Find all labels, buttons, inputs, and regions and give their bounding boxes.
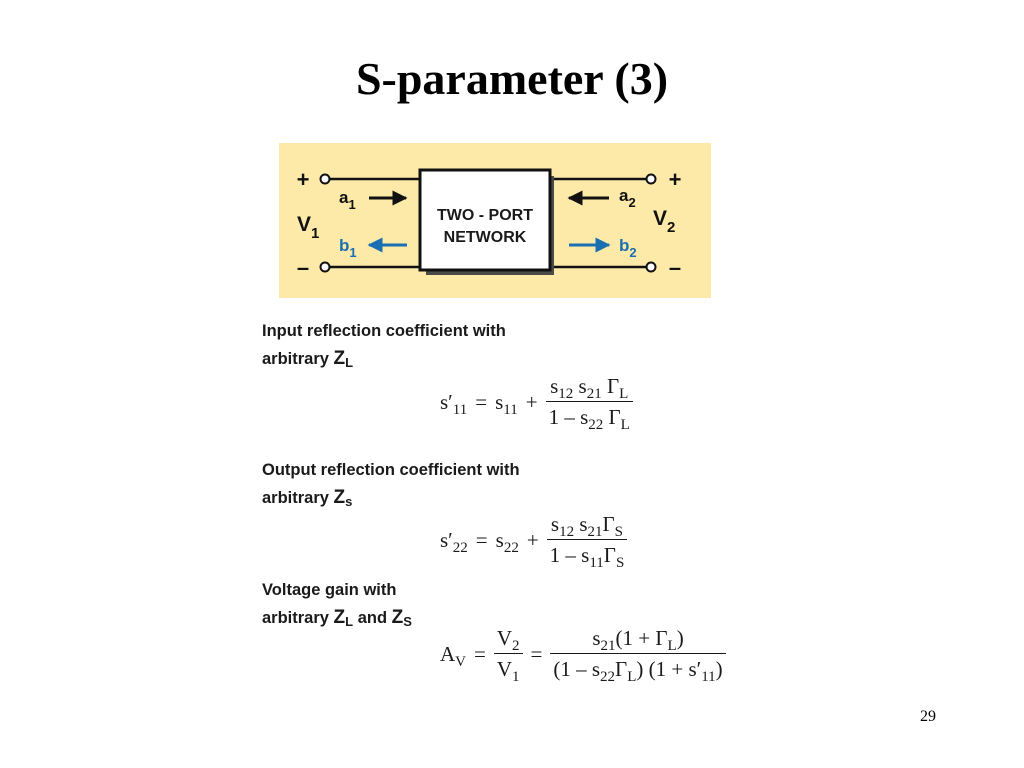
minus-left: – [297,255,309,280]
a2-label: a2 [619,186,636,210]
eq2-fraction: s12 s21ΓS 1 – s11ΓS [546,512,628,571]
equation-s22-prime: s′22 = s22 + s12 s21ΓS 1 – s11ΓS [440,512,628,571]
block-label-line1: TWO - PORT [437,207,533,224]
output-reflection-line2: arbitrary Zs [262,487,353,509]
page-number: 29 [920,708,936,725]
eq3-lhs: AV [440,641,467,670]
voltage-gain-line2: arbitrary ZL and ZS [262,607,412,629]
voltage-gain-line1: Voltage gain with [262,581,397,599]
a1-label: a1 [339,188,356,212]
eq2-term: s22 [495,527,519,556]
eq3-fraction-main: s21(1 + ΓL) (1 – s22ΓL) (1 + s′11) [550,626,726,685]
v1-label: V1 [297,213,319,242]
two-port-svg: TWO - PORT NETWORK + – + – V1 V2 a1 a2 b… [279,143,711,298]
eq2-lhs: s′22 [440,527,468,556]
plus-right: + [669,167,682,192]
plus-left: + [297,167,310,192]
minus-right: – [669,255,681,280]
output-reflection-line1: Output reflection coefficient with [262,461,520,479]
terminal-top-right [645,173,657,185]
input-reflection-label: Input reflection coefficient with arbitr… [262,318,506,373]
block-label-line2: NETWORK [444,229,527,246]
eq1-term: s11 [495,389,518,418]
voltage-gain-label: Voltage gain with arbitrary ZL and ZS [262,577,412,632]
network-block [418,168,552,272]
two-port-diagram: TWO - PORT NETWORK + – + – V1 V2 a1 a2 b… [279,143,711,298]
b2-label: b2 [619,236,637,260]
equation-s11-prime: s′11 = s11 + s12 s21 ΓL 1 – s22 ΓL [440,374,633,433]
b1-label: b1 [339,236,357,260]
eq1-fraction: s12 s21 ΓL 1 – s22 ΓL [545,374,633,433]
terminal-bottom-left [319,261,331,273]
terminal-bottom-right [645,261,657,273]
input-reflection-line2: arbitrary ZL [262,348,354,370]
equation-voltage-gain: AV = V2 V1 = s21(1 + ΓL) (1 – s22ΓL) (1 … [440,626,726,685]
output-reflection-label: Output reflection coefficient with arbit… [262,457,520,512]
eq1-lhs: s′11 [440,389,468,418]
eq3-fraction-v: V2 V1 [493,626,523,685]
v2-label: V2 [653,207,675,236]
terminal-top-left [319,173,331,185]
slide-title: S-parameter (3) [355,53,669,104]
input-reflection-line1: Input reflection coefficient with [262,322,506,340]
